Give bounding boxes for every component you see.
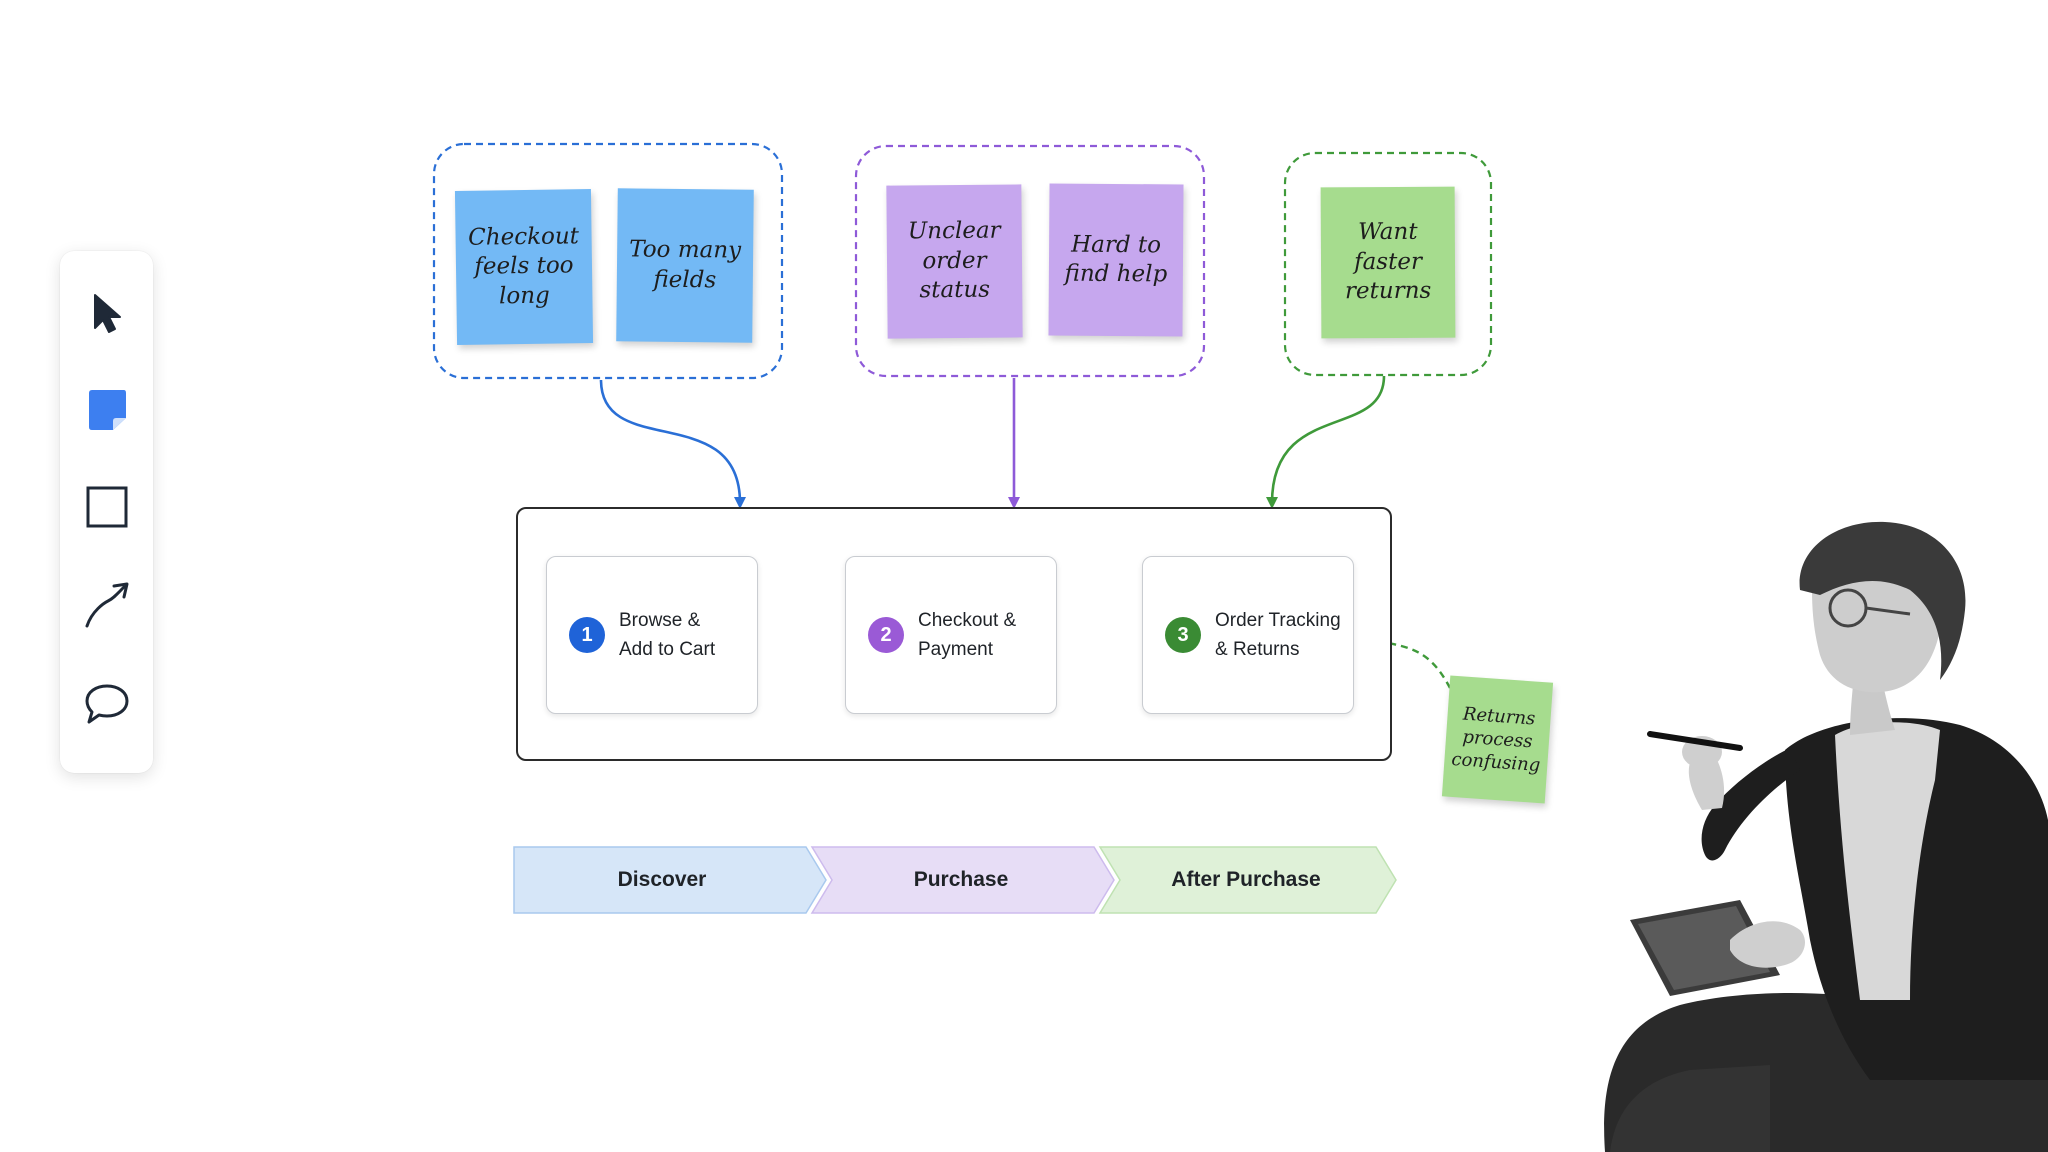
sticky-note-hard-to-find-help[interactable]: Hard to find help	[1048, 183, 1184, 337]
phase-label-purchase: Purchase	[913, 868, 1009, 891]
phase-chevron-purchase[interactable]	[810, 846, 1115, 914]
step-number-badge: 1	[569, 617, 605, 653]
cluster-frame-returns[interactable]	[1283, 151, 1493, 377]
sticky-note-checkout-long[interactable]: Checkout feels too long	[454, 189, 594, 345]
tool-rectangle-button[interactable]	[60, 467, 153, 547]
cursor-arrow-icon	[93, 294, 121, 333]
rectangle-icon	[86, 486, 127, 528]
cluster-frame-checkout[interactable]	[432, 142, 784, 380]
tool-comment-button[interactable]	[60, 664, 153, 744]
tool-palette-panel	[60, 251, 153, 773]
journey-step-checkout[interactable]: 2 Checkout & Payment	[845, 556, 1057, 714]
sticky-note-want-faster-returns[interactable]: Want faster returns	[1320, 186, 1456, 339]
journey-step-order-tracking[interactable]: 3 Order Tracking & Returns	[1142, 556, 1354, 714]
tool-connector-button[interactable]	[60, 566, 153, 646]
cluster-frame-tracking[interactable]	[854, 144, 1206, 378]
tool-sticky-note-button[interactable]	[60, 370, 153, 450]
journey-step-browse[interactable]: 1 Browse & Add to Cart	[546, 556, 758, 714]
connector-returns-to-journey[interactable]	[1266, 375, 1386, 509]
connector-arrow-icon	[85, 582, 128, 628]
sticky-note-icon	[88, 390, 126, 430]
phase-label-discover: Discover	[617, 868, 707, 891]
phase-chevron-after-purchase[interactable]	[1098, 846, 1397, 914]
sticky-note-too-many-fields[interactable]: Too many fields	[616, 188, 754, 343]
sticky-note-returns-confusing[interactable]: Returns process confusing	[1441, 675, 1554, 804]
step-label: Order Tracking & Returns	[1215, 610, 1341, 660]
person-illustration	[1604, 521, 2048, 1152]
step-label: Checkout & Payment	[918, 610, 1017, 660]
step-label: Browse & Add to Cart	[619, 610, 716, 660]
phase-chevron-discover[interactable]	[513, 846, 827, 914]
tool-select-button[interactable]	[60, 273, 153, 353]
connector-checkout-to-journey[interactable]	[599, 379, 746, 509]
phase-label-after-purchase: After Purchase	[1171, 868, 1321, 891]
sticky-note-unclear-order-status[interactable]: Unclear order status	[886, 184, 1023, 339]
step-number-badge: 2	[868, 617, 904, 653]
step-number-badge: 3	[1165, 617, 1201, 653]
comment-bubble-icon	[85, 684, 128, 724]
